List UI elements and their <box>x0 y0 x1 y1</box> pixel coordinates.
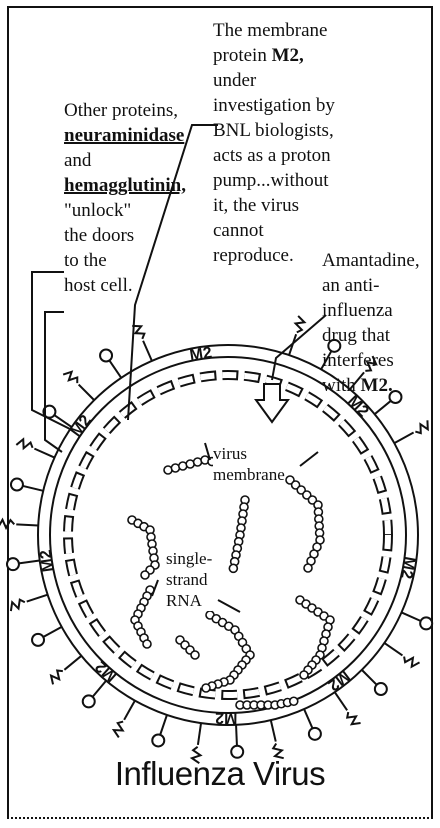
neuraminidase-head <box>63 372 77 383</box>
neuraminidase-head <box>404 657 419 667</box>
neuraminidase-head <box>0 520 14 528</box>
hemagglutinin-head <box>375 683 387 695</box>
spike-stem <box>271 720 276 741</box>
other-proteins-description: Other proteins, neuraminidase and hemagg… <box>64 98 186 298</box>
spike-stem <box>64 656 81 670</box>
neuraminidase-head <box>51 671 63 685</box>
hemagglutinin-head <box>11 479 23 491</box>
neuraminidase-label: neuraminidase <box>64 125 184 146</box>
neuraminidase-head <box>114 722 123 738</box>
m2-marker: M2 <box>215 709 237 726</box>
m2-marker: M2 <box>37 548 57 573</box>
spike-stem <box>236 725 237 747</box>
spike-stem <box>34 449 54 458</box>
hemagglutinin-head <box>100 350 112 362</box>
neuraminidase-head <box>16 439 32 448</box>
rna-bead <box>229 564 237 572</box>
hemagglutinin-head <box>420 617 432 629</box>
spike-stem <box>22 486 43 491</box>
hemagglutinin-leader <box>45 312 64 452</box>
rna-bead <box>300 671 308 679</box>
neuraminidase-head <box>347 712 360 724</box>
rna-bead <box>202 684 210 692</box>
spike-stem <box>143 341 152 361</box>
membrane-label-leader <box>300 452 318 466</box>
spike-stem <box>402 612 422 621</box>
spike-stem <box>27 595 48 602</box>
spike-stem <box>384 643 402 656</box>
spike-stem <box>124 701 135 720</box>
hemagglutinin-head <box>32 634 44 646</box>
spike-stem <box>160 715 167 736</box>
hemagglutinin-head <box>152 734 164 746</box>
spike-stem <box>362 670 377 686</box>
m2-description: The membrane protein M2, under investiga… <box>213 18 335 268</box>
spike-stem <box>335 692 347 710</box>
spike-stem <box>42 627 61 638</box>
neuraminidase-head <box>296 316 305 332</box>
amantadine-arrow <box>256 384 288 422</box>
spike-stem <box>375 400 392 414</box>
hemagglutinin-head <box>309 728 321 740</box>
spike-stem <box>394 433 413 444</box>
spike-stem <box>198 723 201 745</box>
hemagglutinin-head <box>83 695 95 707</box>
m2-marker: M2 <box>397 555 418 580</box>
spike-stem <box>16 524 38 525</box>
spike-stem <box>92 681 106 698</box>
rna-bead <box>290 697 298 705</box>
neuraminidase-head <box>415 420 427 433</box>
rna-label: single- strand RNA <box>166 548 212 611</box>
m2-marker: M2 <box>189 344 214 364</box>
spike-stem <box>304 709 313 729</box>
hemagglutinin-label: hemagglutinin, <box>64 175 186 196</box>
amantadine-description: Amantadine, an anti-influenza drug that … <box>322 248 440 398</box>
rna-bead <box>304 564 312 572</box>
diagram-title: Influenza Virus <box>0 755 440 793</box>
rna-label-leader-2 <box>218 600 240 612</box>
m2-marker: M2 <box>92 657 120 685</box>
rna-bead <box>143 640 151 648</box>
hemagglutinin-head <box>7 558 19 570</box>
virus-membrane-label: virus membrane <box>213 443 285 485</box>
spike-stem <box>79 385 94 401</box>
rna-bead <box>191 651 199 659</box>
spike-stem <box>18 561 40 564</box>
amantadine-leader <box>272 315 326 380</box>
rna-bead <box>141 571 149 579</box>
m2-marker: M2 <box>68 412 95 440</box>
m2-marker: M2 <box>324 667 352 694</box>
rna-strands <box>128 454 334 709</box>
spike-stem <box>109 360 121 378</box>
neuraminidase-head <box>11 600 25 611</box>
